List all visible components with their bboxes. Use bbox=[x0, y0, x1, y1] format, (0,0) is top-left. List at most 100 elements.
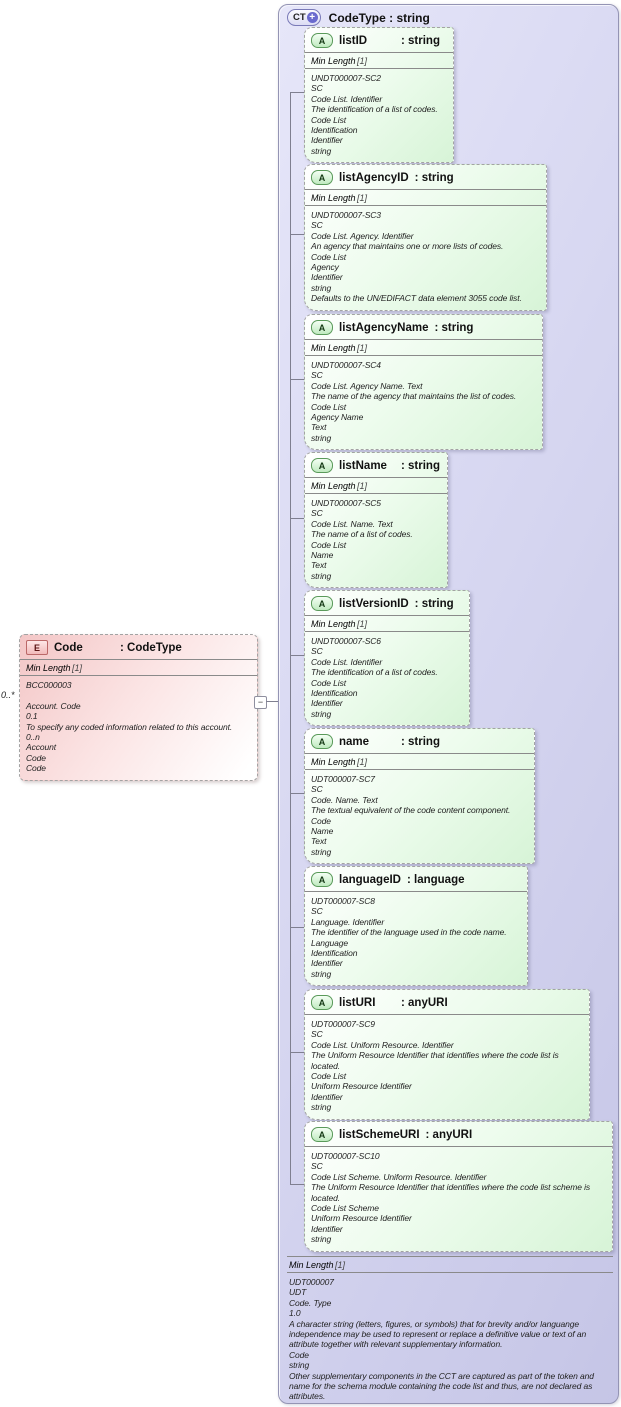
element-box-code[interactable]: E Code : CodeType Min Length [1] BCC0000… bbox=[19, 634, 258, 781]
connector-trunk-line bbox=[290, 92, 291, 1184]
complextype-annotation: UDT000007 UDT Code. Type 1.0 A character… bbox=[289, 1277, 594, 1402]
attribute-header: A listAgencyID : string bbox=[305, 165, 546, 190]
facet-value: [1] bbox=[72, 663, 83, 673]
facet-value: [1] bbox=[335, 1260, 346, 1270]
facet-value: [1] bbox=[357, 757, 368, 767]
connector-stub bbox=[290, 1184, 305, 1185]
attribute-box-listschemeuri[interactable]: A listSchemeURI : anyURI UDT000007-SC10 … bbox=[304, 1121, 613, 1252]
attribute-box-name[interactable]: A name : string Min Length [1] UDT000007… bbox=[304, 728, 535, 865]
attribute-type: : string bbox=[401, 735, 440, 748]
attribute-badge-icon: A bbox=[311, 872, 333, 887]
attribute-facet-row: Min Length [1] bbox=[305, 53, 453, 69]
attribute-box-listid[interactable]: A listID : string Min Length [1] UNDT000… bbox=[304, 27, 454, 164]
attribute-annotation: UNDT000007-SC4 SC Code List. Agency Name… bbox=[311, 360, 517, 443]
attribute-type: : string bbox=[401, 34, 440, 47]
attribute-box-listagencyname[interactable]: A listAgencyName : string Min Length [1]… bbox=[304, 314, 543, 451]
facet-name: Min Length bbox=[311, 619, 356, 629]
attribute-facet-row: Min Length [1] bbox=[305, 478, 447, 494]
complextype-facet-row: Min Length [1] bbox=[287, 1256, 613, 1273]
attribute-header: A name : string bbox=[305, 729, 534, 754]
facet-name: Min Length bbox=[311, 56, 356, 66]
attribute-badge-icon: A bbox=[311, 995, 333, 1010]
element-badge-icon: E bbox=[26, 640, 48, 655]
connector-stub bbox=[290, 927, 305, 928]
facet-value: [1] bbox=[357, 343, 368, 353]
attribute-type: : string bbox=[434, 321, 474, 334]
attribute-box-listagencyid[interactable]: A listAgencyID : string Min Length [1] U… bbox=[304, 164, 547, 311]
attribute-facet-row: Min Length [1] bbox=[305, 340, 542, 356]
complextype-badge-label: CT bbox=[293, 12, 306, 23]
attribute-name: name bbox=[339, 735, 370, 748]
complextype-facet-block: Min Length [1] UDT000007 UDT Code. Type … bbox=[287, 1256, 613, 1402]
attribute-badge-icon: A bbox=[311, 320, 333, 335]
collapse-toggle-icon[interactable]: − bbox=[254, 696, 267, 709]
complextype-header: CT + CodeType : string bbox=[287, 9, 430, 26]
attribute-type: : anyURI bbox=[401, 996, 448, 1009]
attribute-badge-icon: A bbox=[311, 734, 333, 749]
attribute-type: : language bbox=[406, 873, 465, 886]
facet-value: [1] bbox=[357, 193, 368, 203]
attribute-name: listID bbox=[339, 34, 368, 47]
attribute-header: A listID : string bbox=[305, 28, 453, 53]
attribute-annotation: UDT000007-SC9 SC Code List. Uniform Reso… bbox=[311, 1019, 559, 1113]
attribute-badge-icon: A bbox=[311, 1127, 333, 1142]
attribute-annotation: UNDT000007-SC2 SC Code List. Identifier … bbox=[311, 73, 438, 156]
facet-name: Min Length bbox=[311, 193, 356, 203]
attribute-box-listuri[interactable]: A listURI : anyURI UDT000007-SC9 SC Code… bbox=[304, 989, 590, 1120]
attribute-annotation: UNDT000007-SC6 SC Code List. Identifier … bbox=[311, 636, 438, 719]
attribute-header: A listAgencyName : string bbox=[305, 315, 542, 340]
complextype-title: CodeType : string bbox=[328, 10, 430, 25]
attribute-name: listAgencyID bbox=[339, 171, 409, 184]
attribute-header: A listVersionID : string bbox=[305, 591, 469, 616]
attribute-facet-row: Min Length [1] bbox=[305, 190, 546, 206]
connector-stub bbox=[290, 379, 305, 380]
connector-stub bbox=[290, 793, 305, 794]
attribute-type: : string bbox=[401, 459, 440, 472]
connector-stub bbox=[290, 92, 305, 93]
attribute-header: A languageID : language bbox=[305, 867, 527, 892]
facet-name: Min Length bbox=[311, 343, 356, 353]
attribute-badge-icon: A bbox=[311, 458, 333, 473]
attribute-annotation: UDT000007-SC7 SC Code. Name. Text The te… bbox=[311, 774, 511, 857]
attribute-type: : anyURI bbox=[425, 1128, 473, 1141]
attribute-badge-icon: A bbox=[311, 170, 333, 185]
connector-stub bbox=[290, 518, 305, 519]
element-annotation: BCC000003 Account. Code 0.1 To specify a… bbox=[26, 680, 233, 774]
attribute-type: : string bbox=[414, 171, 454, 184]
connector-stub bbox=[290, 234, 305, 235]
attribute-annotation: UDT000007-SC8 SC Language. Identifier Th… bbox=[311, 896, 507, 979]
element-name: Code bbox=[54, 641, 83, 654]
attribute-name: listName bbox=[339, 459, 387, 472]
attribute-header: A listName : string bbox=[305, 453, 447, 478]
attribute-annotation: UNDT000007-SC5 SC Code List. Name. Text … bbox=[311, 498, 413, 581]
connector-stub bbox=[290, 655, 305, 656]
facet-name: Min Length bbox=[311, 481, 356, 491]
attribute-badge-icon: A bbox=[311, 33, 333, 48]
attribute-annotation: UNDT000007-SC3 SC Code List. Agency. Ide… bbox=[311, 210, 522, 304]
attribute-header: A listSchemeURI : anyURI bbox=[305, 1122, 612, 1147]
expand-icon[interactable]: + bbox=[306, 12, 318, 23]
facet-value: [1] bbox=[357, 56, 368, 66]
attribute-box-listname[interactable]: A listName : string Min Length [1] UNDT0… bbox=[304, 452, 448, 589]
attribute-header: A listURI : anyURI bbox=[305, 990, 589, 1015]
attribute-annotation: UDT000007-SC10 SC Code List Scheme. Unif… bbox=[311, 1151, 591, 1245]
attribute-name: listAgencyName bbox=[339, 321, 429, 334]
facet-name: Min Length bbox=[289, 1260, 334, 1270]
attribute-name: listVersionID bbox=[339, 597, 409, 610]
attribute-facet-row: Min Length [1] bbox=[305, 616, 469, 632]
element-facet-row: Min Length [1] bbox=[20, 660, 257, 676]
element-cardinality-label: 0..* bbox=[1, 690, 15, 700]
element-header: E Code : CodeType bbox=[20, 635, 257, 660]
attribute-badge-icon: A bbox=[311, 596, 333, 611]
connector-stub bbox=[290, 1052, 305, 1053]
attribute-type: : string bbox=[414, 597, 454, 610]
facet-name: Min Length bbox=[311, 757, 356, 767]
facet-name: Min Length bbox=[26, 663, 71, 673]
attribute-name: languageID bbox=[339, 873, 401, 886]
attribute-box-listversionid[interactable]: A listVersionID : string Min Length [1] … bbox=[304, 590, 470, 727]
facet-value: [1] bbox=[357, 619, 368, 629]
complextype-badge-icon: CT + bbox=[287, 9, 321, 26]
complextype-box-codetype[interactable]: CT + CodeType : string A listID : string… bbox=[278, 4, 619, 1404]
attribute-box-languageid[interactable]: A languageID : language UDT000007-SC8 SC… bbox=[304, 866, 528, 987]
